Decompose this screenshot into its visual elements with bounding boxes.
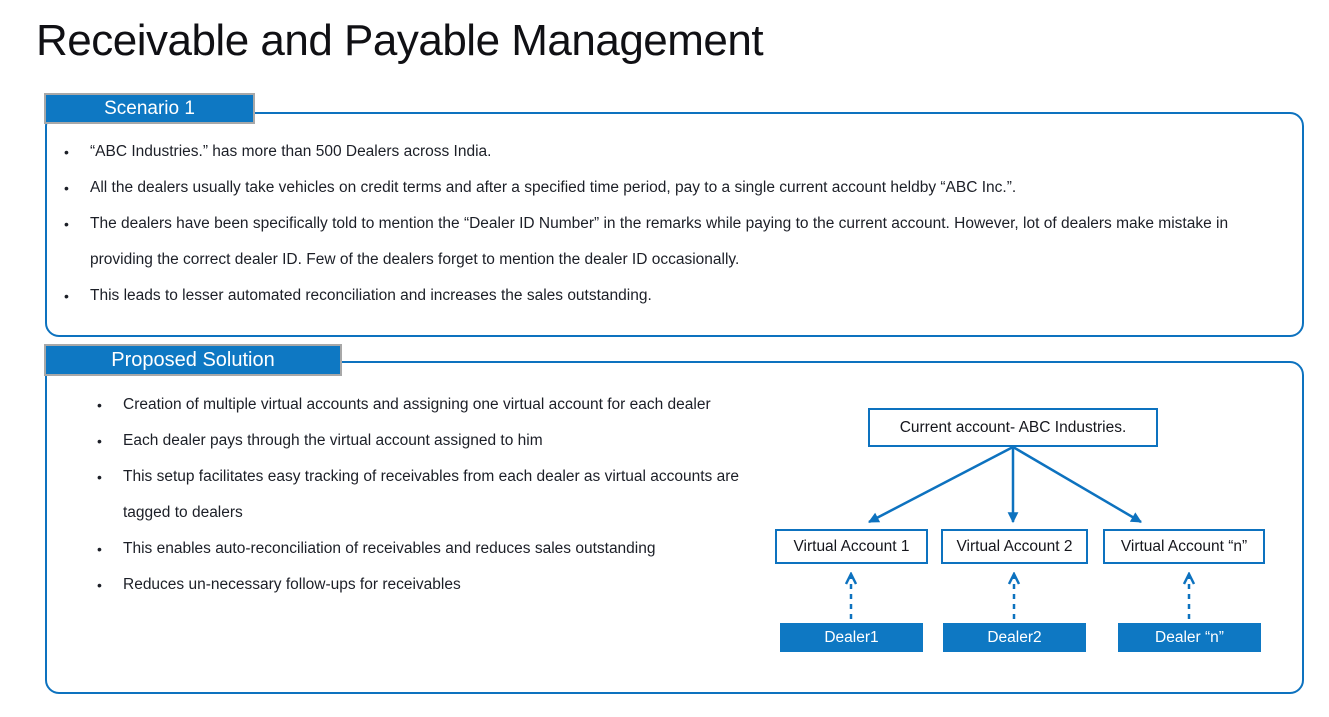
solution-bullet-list: Creation of multiple virtual accounts an… xyxy=(95,387,740,603)
virtual-account-1-box: Virtual Account 1 xyxy=(775,529,928,564)
current-account-box: Current account- ABC Industries. xyxy=(868,408,1158,447)
scenario-bullet-2: All the dealers usually take vehicles on… xyxy=(62,170,1242,206)
virtual-account-2-box: Virtual Account 2 xyxy=(941,529,1088,564)
virtual-account-n-label: Virtual Account “n” xyxy=(1120,537,1248,555)
solution-bullet-4: This enables auto-reconciliation of rece… xyxy=(95,531,740,567)
solution-header-tab: Proposed Solution xyxy=(44,344,342,376)
scenario-bullet-list: “ABC Industries.” has more than 500 Deal… xyxy=(62,134,1242,314)
solution-bullet-3: This setup facilitates easy tracking of … xyxy=(95,459,740,531)
solution-bullet-2: Each dealer pays through the virtual acc… xyxy=(95,423,740,459)
scenario-bullet-1: “ABC Industries.” has more than 500 Deal… xyxy=(62,134,1242,170)
scenario-bullet-4: This leads to lesser automated reconcili… xyxy=(62,278,1242,314)
dealer-2-label: Dealer2 xyxy=(987,628,1042,646)
virtual-account-n-box: Virtual Account “n” xyxy=(1103,529,1265,564)
scenario-header-tab: Scenario 1 xyxy=(44,93,255,124)
solution-header-label: Proposed Solution xyxy=(111,348,275,371)
page-title: Receivable and Payable Management xyxy=(36,16,764,65)
scenario-bullet-3: The dealers have been specifically told … xyxy=(62,206,1242,278)
dealer-n-box: Dealer “n” xyxy=(1118,623,1261,652)
solution-bullet-1: Creation of multiple virtual accounts an… xyxy=(95,387,740,423)
dealer-1-label: Dealer1 xyxy=(824,628,879,646)
virtual-account-2-label: Virtual Account 2 xyxy=(956,537,1073,555)
current-account-label: Current account- ABC Industries. xyxy=(899,418,1127,436)
dealer-1-box: Dealer1 xyxy=(780,623,923,652)
virtual-account-1-label: Virtual Account 1 xyxy=(793,537,910,555)
dealer-n-label: Dealer “n” xyxy=(1155,628,1224,646)
dealer-2-box: Dealer2 xyxy=(943,623,1086,652)
scenario-header-label: Scenario 1 xyxy=(104,97,195,119)
solution-bullet-5: Reduces un-necessary follow-ups for rece… xyxy=(95,567,740,603)
